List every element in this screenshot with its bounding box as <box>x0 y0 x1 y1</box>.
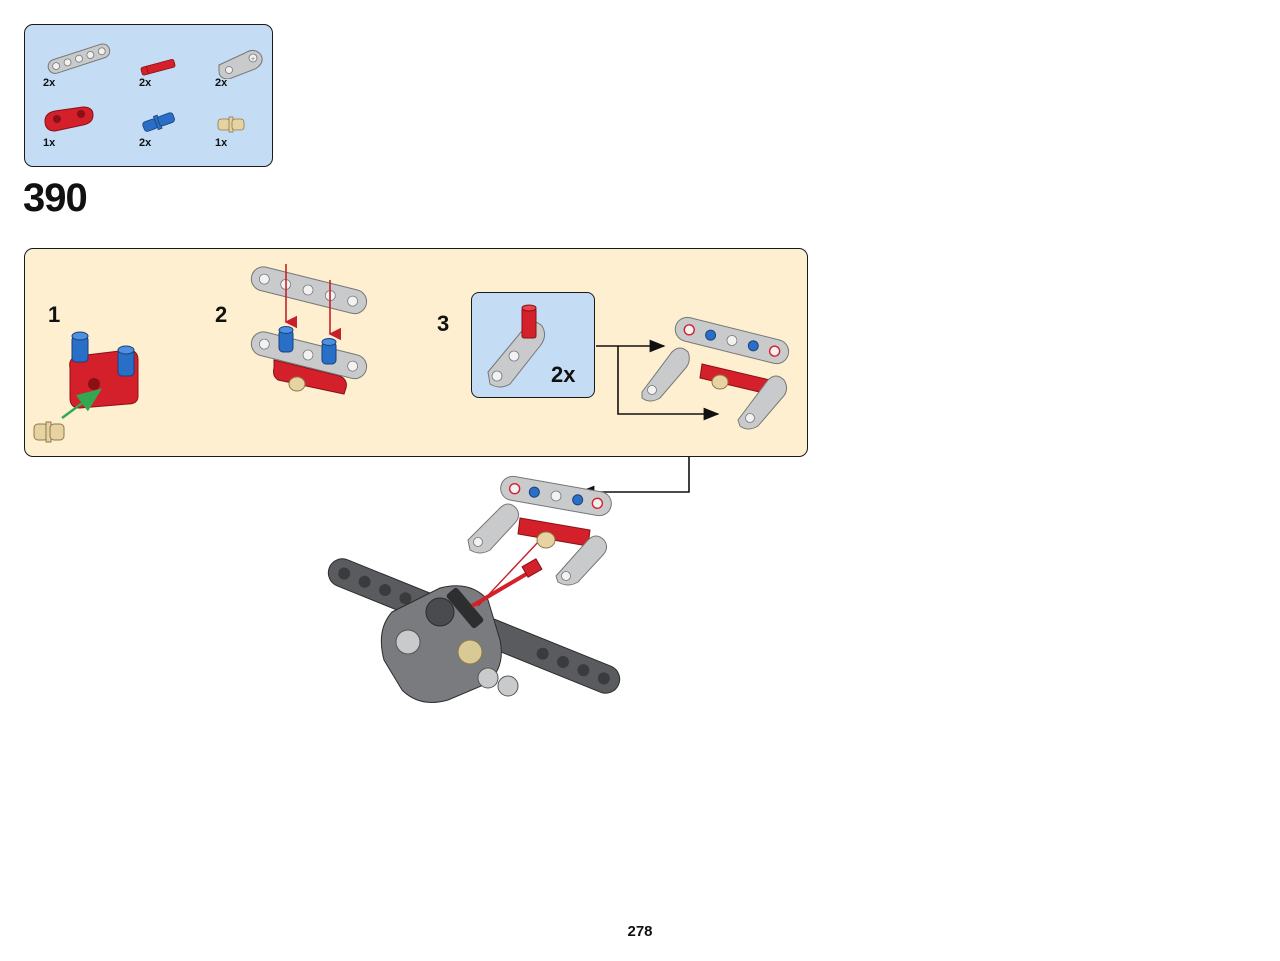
step-number: 390 <box>23 176 88 220</box>
parts-list-item: 2x <box>139 39 209 89</box>
parts-list-item: + 2x <box>215 39 285 89</box>
main-assembly-illustration <box>327 539 621 703</box>
page-number: 278 <box>627 923 653 940</box>
multiplier-label: 2x <box>551 362 576 387</box>
light-grey-beam-icon <box>47 43 111 74</box>
tan-axle-pin-icon <box>217 116 245 133</box>
blue-pin-icon <box>142 112 175 132</box>
sub-step-1-illustration <box>33 331 139 443</box>
sub-step-2-illustration <box>250 264 368 395</box>
part-quantity: 2x <box>139 77 152 89</box>
part-quantity: 2x <box>139 137 152 149</box>
bracket-assembly-illustration <box>467 475 612 586</box>
sub-step-number: 2 <box>215 302 228 327</box>
red-double-connector-icon <box>44 106 94 132</box>
parts-list-item: 1x <box>43 99 113 149</box>
sub-step-number: 1 <box>48 302 61 327</box>
svg-text:+: + <box>250 56 255 63</box>
red-axle-icon <box>140 59 176 76</box>
sub-step-3-result <box>641 316 790 430</box>
parts-list-item: 2x <box>139 99 209 149</box>
flow-arrows <box>578 339 720 499</box>
sub-step-number: 3 <box>437 311 450 336</box>
sub-step-3-illustration <box>487 304 546 388</box>
parts-list-item: 2x <box>43 39 113 89</box>
light-grey-connector-icon: + <box>218 49 263 79</box>
part-quantity: 2x <box>215 77 228 89</box>
part-quantity: 1x <box>43 137 56 149</box>
parts-list-item: 1x <box>215 99 285 149</box>
parts-list: 2x 2x + 2x 1x <box>24 24 273 167</box>
part-quantity: 1x <box>215 137 228 149</box>
part-quantity: 2x <box>43 77 56 89</box>
